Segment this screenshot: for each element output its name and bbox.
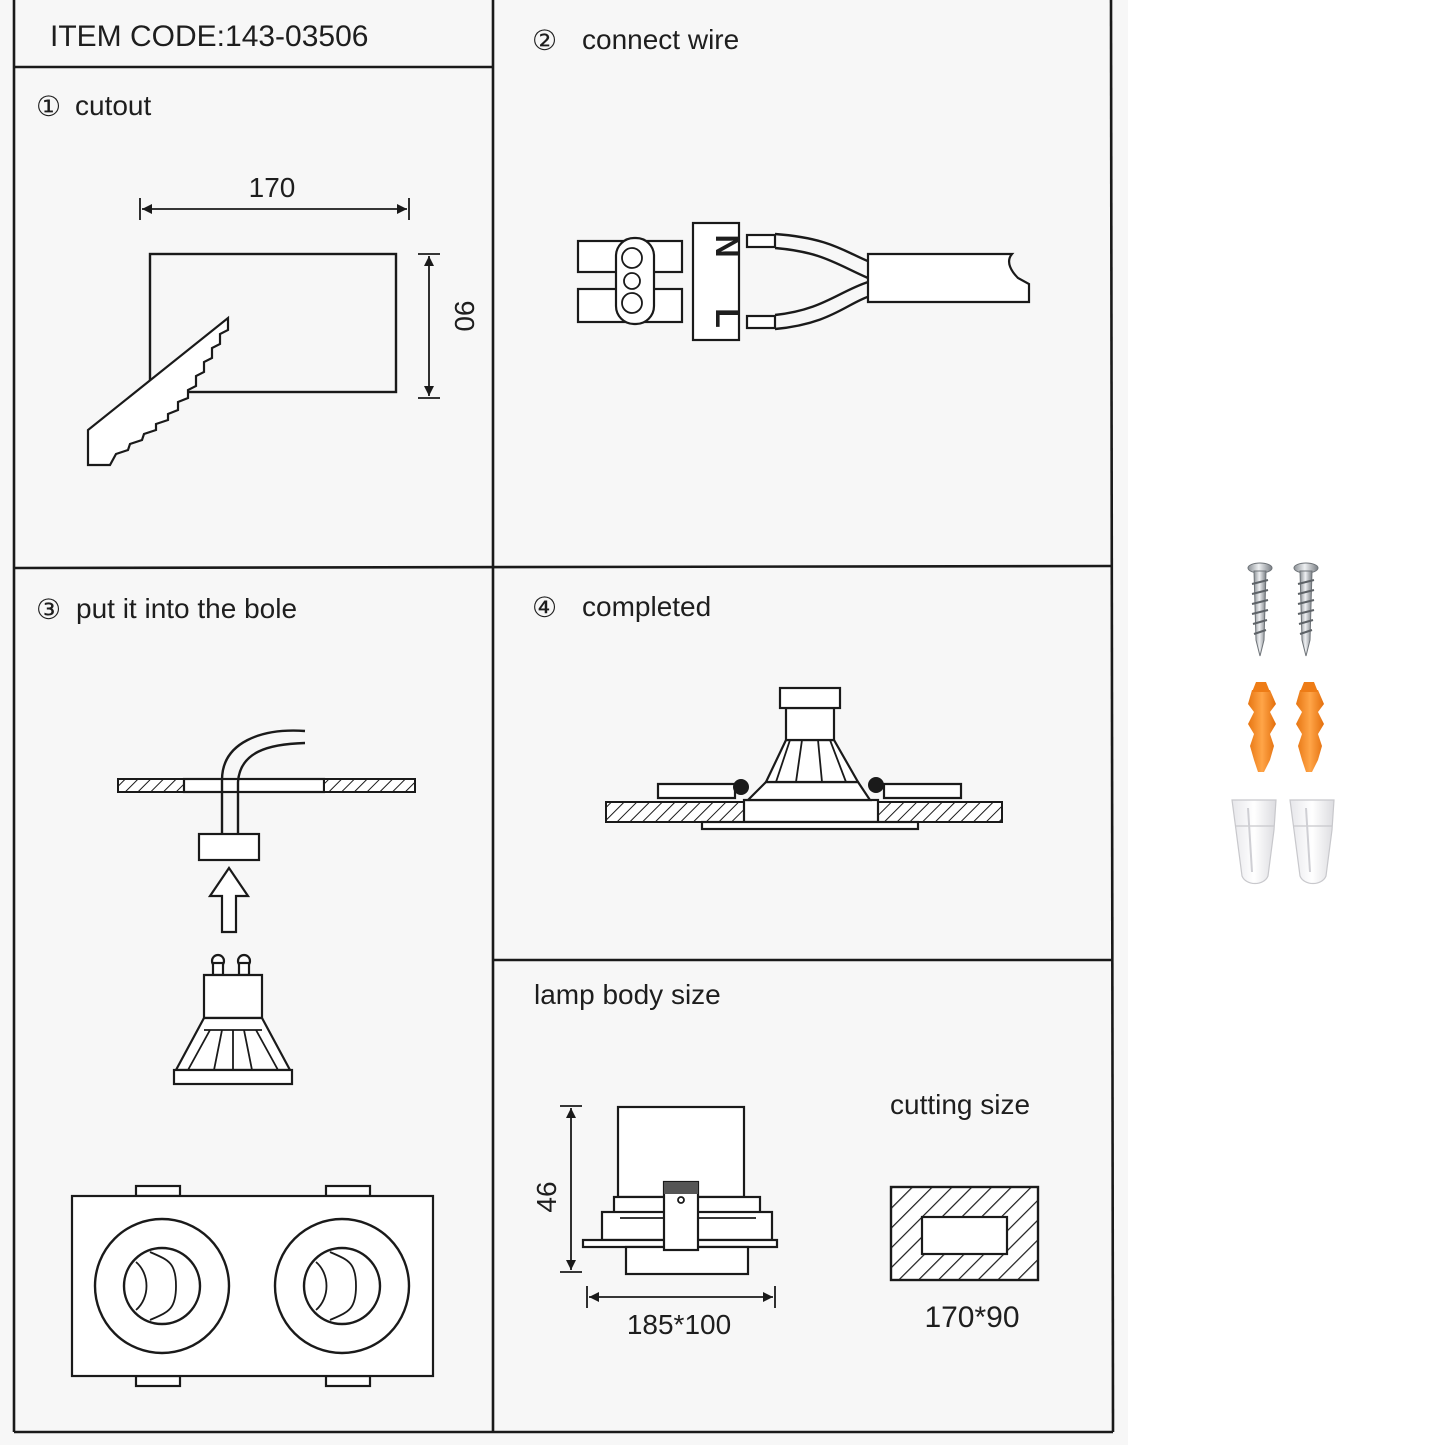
accessories-kit [1231,562,1335,885]
screw-icon [1247,562,1273,657]
cutout-width-label: 170 [249,172,296,203]
lamp-body-title: lamp body size [534,979,721,1010]
wall-plug-icon [1296,682,1324,772]
step-4-completed-panel: ④ completed [532,591,1003,831]
neutral-label: N [709,234,745,257]
step-2-label: connect wire [582,24,739,55]
cutting-size-title: cutting size [890,1089,1030,1120]
lamp-body-size-panel: lamp body size 46 185*100 cutting size 1… [531,979,1040,1340]
supply-cable [745,232,1031,331]
screw-icon [1293,562,1319,657]
cutting-size-label: 170*90 [924,1301,1019,1334]
nl-terminal [691,221,741,342]
step-4-number: ④ [532,592,557,623]
step-2-connect-wire-panel: ② connect wire N L [532,24,1031,342]
wire-connector-icon [1231,799,1277,885]
step-2-number: ② [532,25,557,56]
step-4-label: completed [582,591,711,622]
gu10-bulb [172,953,294,1086]
lamp-height-label: 46 [531,1181,562,1212]
double-downlight-front [70,1184,435,1388]
step-3-number: ③ [36,594,61,625]
wire-connector-icon [1289,799,1335,885]
cutout-height-label: 90 [449,300,480,331]
ceiling-board-left [605,801,745,823]
step-1-cutout-panel: ① cutout 170 90 [36,90,480,467]
lamp-holder [197,832,261,862]
step-1-number: ① [36,91,61,122]
live-label: L [709,308,745,328]
wall-plug-icon [1248,682,1276,772]
ceiling-board-right [323,778,416,793]
ceiling-board-right [877,801,1003,823]
step-1-label: cutout [75,90,151,121]
step-3-label: put it into the bole [76,593,297,624]
grid-frame [12,0,1115,1434]
ceiling-board-left [117,778,185,793]
insert-arrow-icon [207,866,251,934]
cutout-rectangle [148,252,398,394]
item-code: ITEM CODE:143-03506 [50,20,368,53]
saw-icon [86,315,230,467]
terminal-block [576,236,684,326]
lamp-size-label: 185*100 [627,1309,731,1340]
step-3-insert-panel: ③ put it into the bole [36,593,435,1388]
